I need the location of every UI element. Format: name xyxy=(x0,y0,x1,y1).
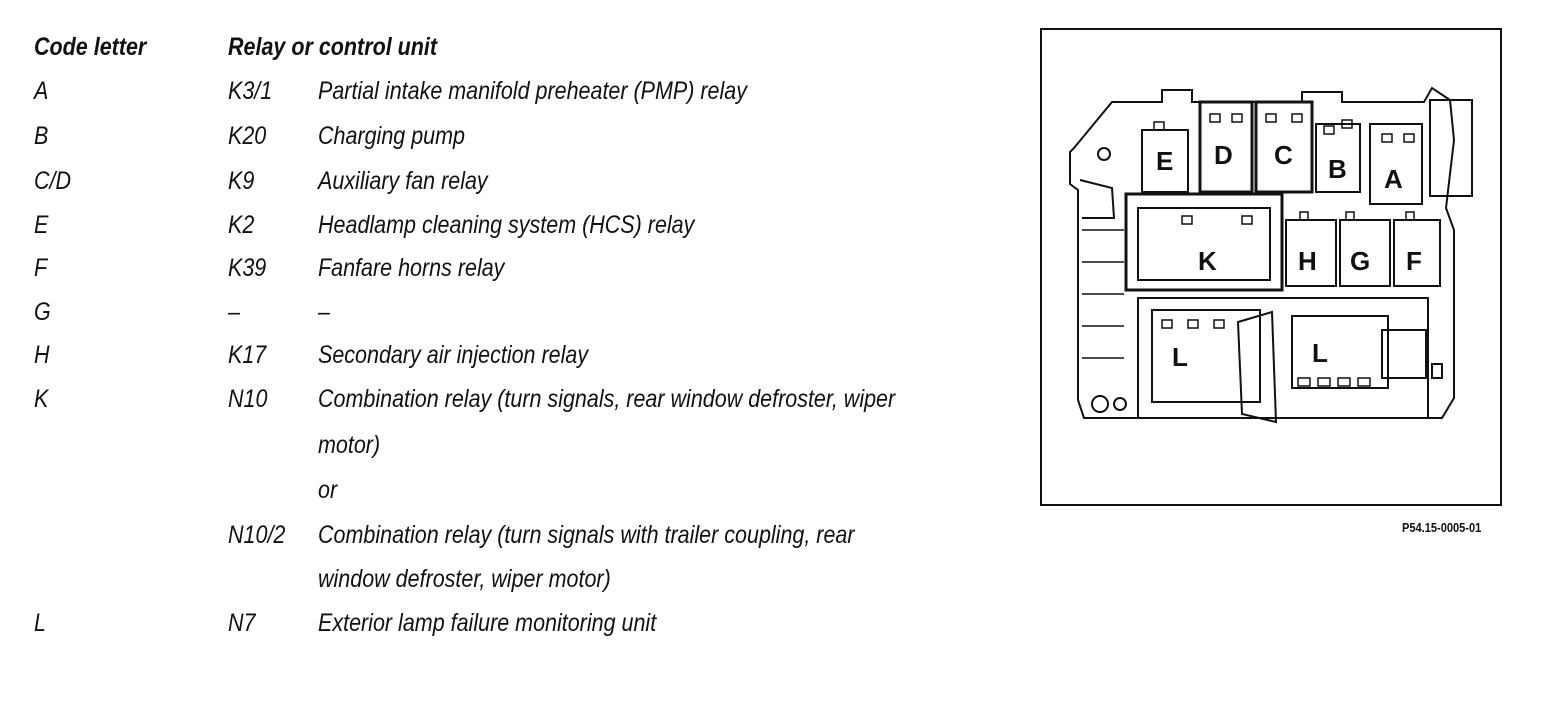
desc-cell: Headlamp cleaning system (HCS) relay xyxy=(318,211,695,239)
id-cell: K17 xyxy=(228,341,267,369)
module-L-left xyxy=(1151,309,1261,403)
code-letter-header: Code letter xyxy=(34,33,147,61)
relay-pins xyxy=(1153,113,1415,225)
label-K: K xyxy=(1198,246,1217,276)
desc-cell: Auxiliary fan relay xyxy=(318,167,488,195)
relay-A-side-block xyxy=(1429,99,1473,197)
desc-cell: Combination relay (turn signals, rear wi… xyxy=(318,385,896,413)
module-divider xyxy=(1236,310,1278,424)
label-L-right: L xyxy=(1312,338,1328,368)
relay-K-inner xyxy=(1137,207,1271,281)
relay-labels: E D C B A K H G F L L xyxy=(1156,140,1422,372)
desc-cell: Partial intake manifold preheater (PMP) … xyxy=(318,77,747,105)
id-cell: K3/1 xyxy=(228,77,273,105)
code-cell: H xyxy=(34,341,50,369)
desc-cell: – xyxy=(318,298,330,326)
id-cell: K20 xyxy=(228,122,267,150)
module-pins xyxy=(1161,319,1371,387)
label-E: E xyxy=(1156,146,1173,176)
label-D: D xyxy=(1214,140,1233,170)
id-cell: K2 xyxy=(228,211,255,239)
label-L-left: L xyxy=(1172,342,1188,372)
code-cell: K xyxy=(34,385,49,413)
code-cell: E xyxy=(34,211,49,239)
relay-box-drawing: E D C B A K H G F L L xyxy=(1069,86,1473,424)
mount-hole xyxy=(1097,147,1111,161)
id-cell: K9 xyxy=(228,167,255,195)
figure-reference: P54.15-0005-01 xyxy=(1402,520,1482,535)
id-cell: – xyxy=(228,298,240,326)
desc-cell: window defroster, wiper motor) xyxy=(318,565,611,593)
relay-K xyxy=(1124,192,1284,292)
module-L-area xyxy=(1137,297,1429,419)
desc-cell: Charging pump xyxy=(318,122,466,150)
desc-cell: Exterior lamp failure monitoring unit xyxy=(318,609,657,637)
fuse-marker xyxy=(1431,363,1443,379)
label-G: G xyxy=(1350,246,1370,276)
module-L-right xyxy=(1291,315,1389,389)
relay-A xyxy=(1369,123,1423,205)
label-A: A xyxy=(1384,164,1403,194)
housing-detail xyxy=(1079,179,1116,219)
code-cell: L xyxy=(34,609,46,637)
desc-cell: motor) xyxy=(318,431,381,459)
relay-H xyxy=(1285,219,1337,287)
id-cell: N10 xyxy=(228,385,268,413)
side-ribs xyxy=(1082,229,1124,359)
relay-E xyxy=(1141,129,1189,193)
relay-D xyxy=(1198,100,1254,194)
relay-G xyxy=(1339,219,1391,287)
label-B: B xyxy=(1328,154,1347,184)
code-cell: G xyxy=(34,298,51,326)
screw-hole xyxy=(1091,395,1109,413)
label-C: C xyxy=(1274,140,1293,170)
id-cell: N10/2 xyxy=(228,521,286,549)
code-cell: A xyxy=(34,77,49,105)
relay-B xyxy=(1315,123,1361,193)
desc-cell: or xyxy=(318,476,338,504)
code-cell: F xyxy=(34,254,48,282)
relay-F xyxy=(1393,219,1441,287)
label-H: H xyxy=(1298,246,1317,276)
housing-outline xyxy=(1069,86,1456,419)
desc-cell: Combination relay (turn signals with tra… xyxy=(318,521,855,549)
code-cell: B xyxy=(34,122,49,150)
code-cell: C/D xyxy=(34,167,72,195)
relay-box-diagram: E D C B A K H G F L L xyxy=(1040,28,1502,506)
module-connector xyxy=(1381,329,1427,379)
screw-hole xyxy=(1113,397,1127,411)
desc-cell: Fanfare horns relay xyxy=(318,254,505,282)
id-cell: K39 xyxy=(228,254,267,282)
label-F: F xyxy=(1406,246,1422,276)
desc-cell: Secondary air injection relay xyxy=(318,341,589,369)
id-cell: N7 xyxy=(228,609,256,637)
relay-C xyxy=(1254,100,1314,194)
relay-header: Relay or control unit xyxy=(228,33,438,61)
